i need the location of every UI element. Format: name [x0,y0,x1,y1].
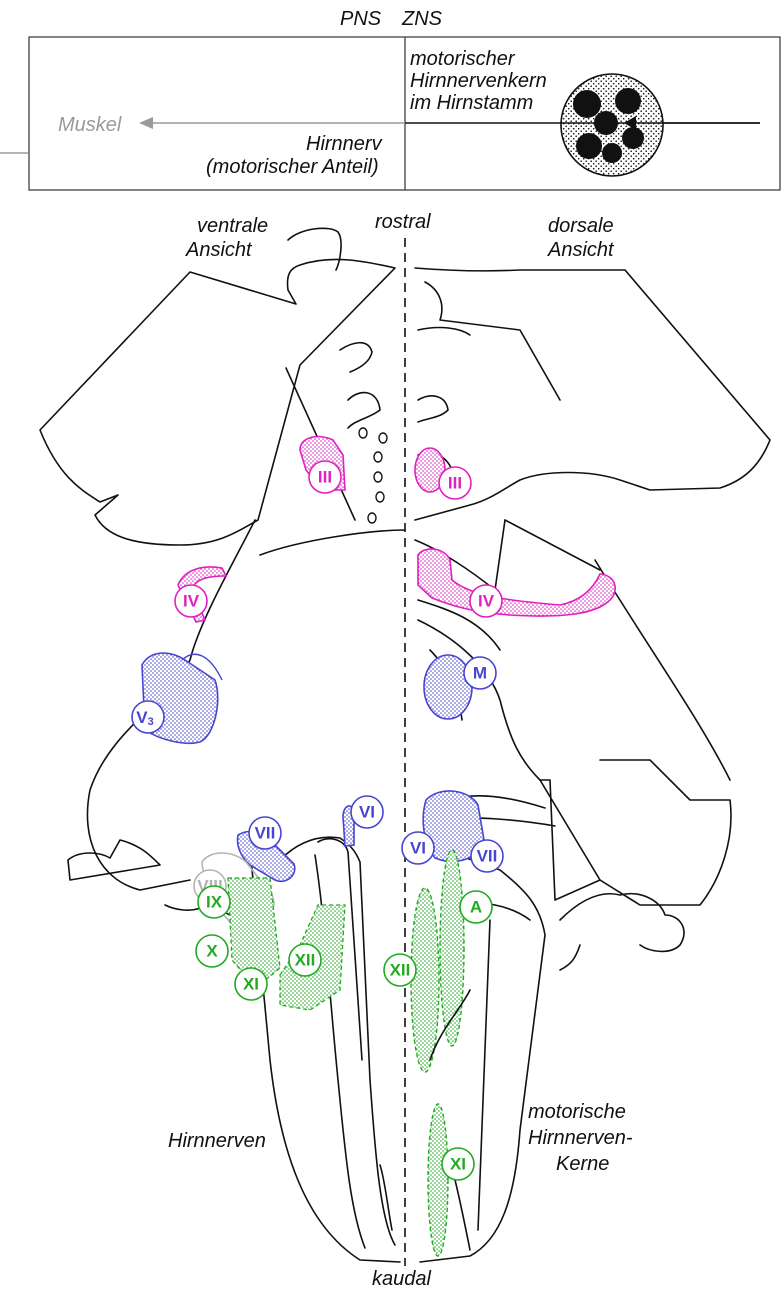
nucleus-A-right [440,850,464,1046]
ventral-view-label-line2: Ansicht [185,239,253,261]
label-IX-left: IX [198,886,230,918]
label-IV-right: IV [470,585,502,617]
zns-label: ZNS [401,8,443,30]
svg-text:III: III [318,468,332,487]
kerne-caption-line1: motorische [528,1101,626,1123]
dorsal-view-label-line1: dorsale [548,215,614,237]
svg-text:IV: IV [183,592,200,611]
svg-text:A: A [470,898,482,917]
svg-text:VII: VII [477,847,498,866]
label-VI-right: VI [402,832,434,864]
svg-text:IV: IV [478,592,495,611]
label-VI-left: VI [351,796,383,828]
nerve-label-line2: (motorischer Anteil) [206,156,379,178]
nerve-label-line1: Hirnnerv [306,133,383,155]
kerne-caption-line3: Kerne [556,1153,609,1175]
label-III-left: III [309,461,341,493]
brainstem-outline [40,228,770,1262]
label-V3-left: V3 [132,701,164,733]
label-VII-right: VII [471,840,503,872]
svg-text:VI: VI [410,839,426,858]
svg-text:XII: XII [390,961,411,980]
svg-text:III: III [448,474,462,493]
oculomotor-rootlets [359,428,387,523]
rostral-label: rostral [375,211,431,233]
hirnnerven-caption: Hirnnerven [168,1130,266,1152]
label-A-right: A [460,891,492,923]
svg-text:XI: XI [243,975,259,994]
svg-text:X: X [206,942,218,961]
label-M-right: M [464,657,496,689]
ventral-view-label-line1: ventrale [197,215,268,237]
nucleus-XII-right [411,888,439,1072]
kaudal-label: kaudal [372,1268,431,1290]
svg-text:VII: VII [255,824,276,843]
label-XII-right: XII [384,954,416,986]
svg-text:VI: VI [359,803,375,822]
nucleus-M-right [424,655,472,719]
label-XI-right: XI [442,1148,474,1180]
legend-panel: PNS ZNS motorischer Hirnnervenkern im Hi… [0,8,780,190]
kerne-caption-line2: Hirnnerven- [528,1127,633,1149]
label-X-left: X [196,935,228,967]
label-III-right: III [439,467,471,499]
nucleus-IV-right [418,549,615,616]
label-VII-left: VII [249,817,281,849]
svg-text:XI: XI [450,1155,466,1174]
muscle-arrowhead [139,117,153,129]
muscle-label: Muskel [58,114,122,136]
nucleus-label-line2: Hirnnervenkern [410,70,547,92]
svg-text:IX: IX [206,893,223,912]
nucleus-label-line1: motorischer [410,48,516,70]
dorsal-view-label-line2: Ansicht [547,239,615,261]
svg-text:M: M [473,664,487,683]
label-XI-left: XI [235,968,267,1000]
label-XII-left: XII [289,944,321,976]
svg-text:XII: XII [295,951,316,970]
nucleus-symbol [561,74,663,176]
nucleus-label-line3: im Hirnstamm [410,92,533,114]
pns-label: PNS [340,8,382,30]
nucleus-XI-right [428,1104,448,1256]
label-IV-left: IV [175,585,207,617]
